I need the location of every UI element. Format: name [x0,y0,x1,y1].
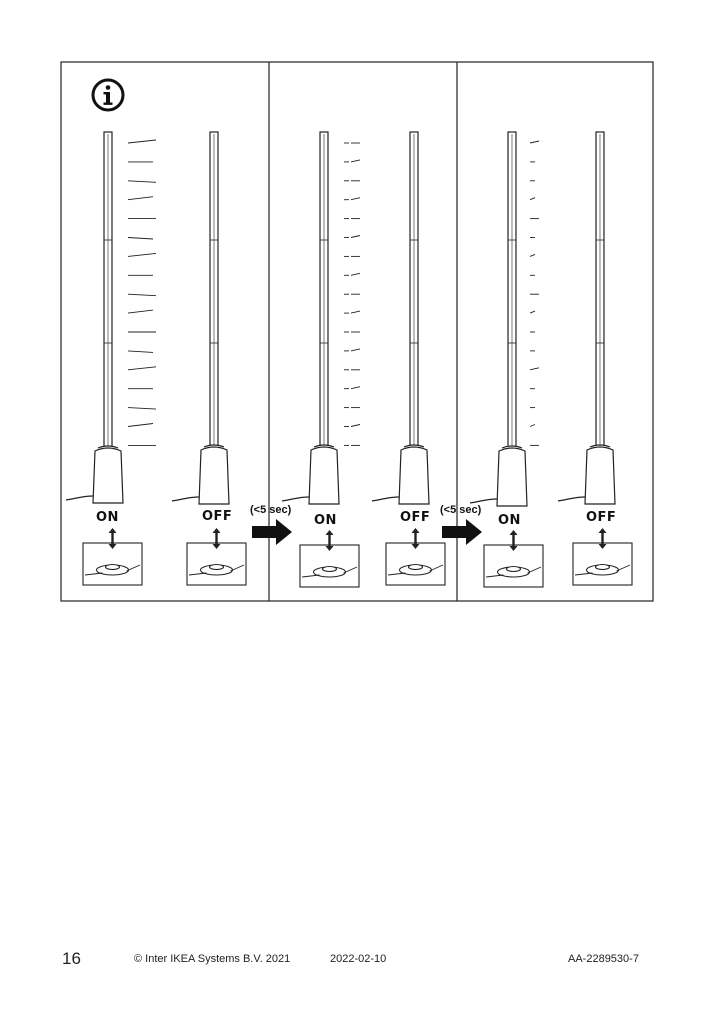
light-ray-mark [350,348,361,352]
light-ray-mark [350,159,361,163]
floor-lamp [469,131,528,507]
foot-switch [186,528,247,586]
delay-label-2: (<5 sec) [440,504,482,516]
floor-lamp [171,131,230,505]
state-label-off-2: OFF [400,510,431,525]
light-ray-mark [127,350,154,353]
document-date: 2022-02-10 [330,953,387,965]
state-label-on-3: ON [498,513,521,528]
light-ray-mark [350,424,361,427]
light-ray-mark [127,139,157,144]
lamp-illustrations [65,131,616,507]
state-label-on-1: ON [96,510,119,525]
floor-lamp [65,131,124,504]
light-ray-mark [127,180,157,183]
transition-arrows [252,519,482,545]
light-ray-mark [127,407,157,410]
light-ray-mark [529,197,536,201]
light-ray-mark [350,386,361,390]
light-ray-mark [127,423,154,427]
light-ray-mark [350,197,361,201]
right-arrow-icon [442,519,482,545]
delay-label-1: (<5 sec) [250,504,292,516]
foot-switch [82,528,143,586]
light-ray-mark [127,237,154,240]
light-ray-marks [127,139,540,446]
floor-lamp [557,131,616,505]
floor-lamp [281,131,340,505]
foot-switch-illustrations [82,528,633,588]
floor-lamp [371,131,430,505]
light-ray-mark [127,293,157,297]
light-ray-mark [529,424,536,427]
foot-switch [483,530,544,588]
light-ray-mark [350,272,361,276]
right-arrow-icon [252,519,292,545]
state-label-off-1: OFF [202,509,233,524]
light-ray-mark [350,235,361,238]
copyright-text: © Inter IKEA Systems B.V. 2021 [134,953,291,965]
foot-switch [299,530,360,588]
state-label-off-3: OFF [586,510,617,525]
info-icon [91,78,125,112]
light-ray-mark [127,196,154,201]
light-ray-mark [529,140,540,144]
state-label-on-2: ON [314,513,337,528]
document-id: AA-2289530-7 [568,953,639,965]
light-ray-mark [127,252,157,257]
page-number: 16 [62,949,81,968]
light-ray-mark [127,366,157,371]
light-ray-mark [529,253,536,257]
light-ray-mark [529,310,536,314]
light-ray-mark [529,367,540,371]
foot-switch [385,528,446,586]
light-ray-mark [350,310,361,314]
foot-switch [572,528,633,586]
figure-frame [60,61,654,602]
light-ray-mark [127,309,154,314]
